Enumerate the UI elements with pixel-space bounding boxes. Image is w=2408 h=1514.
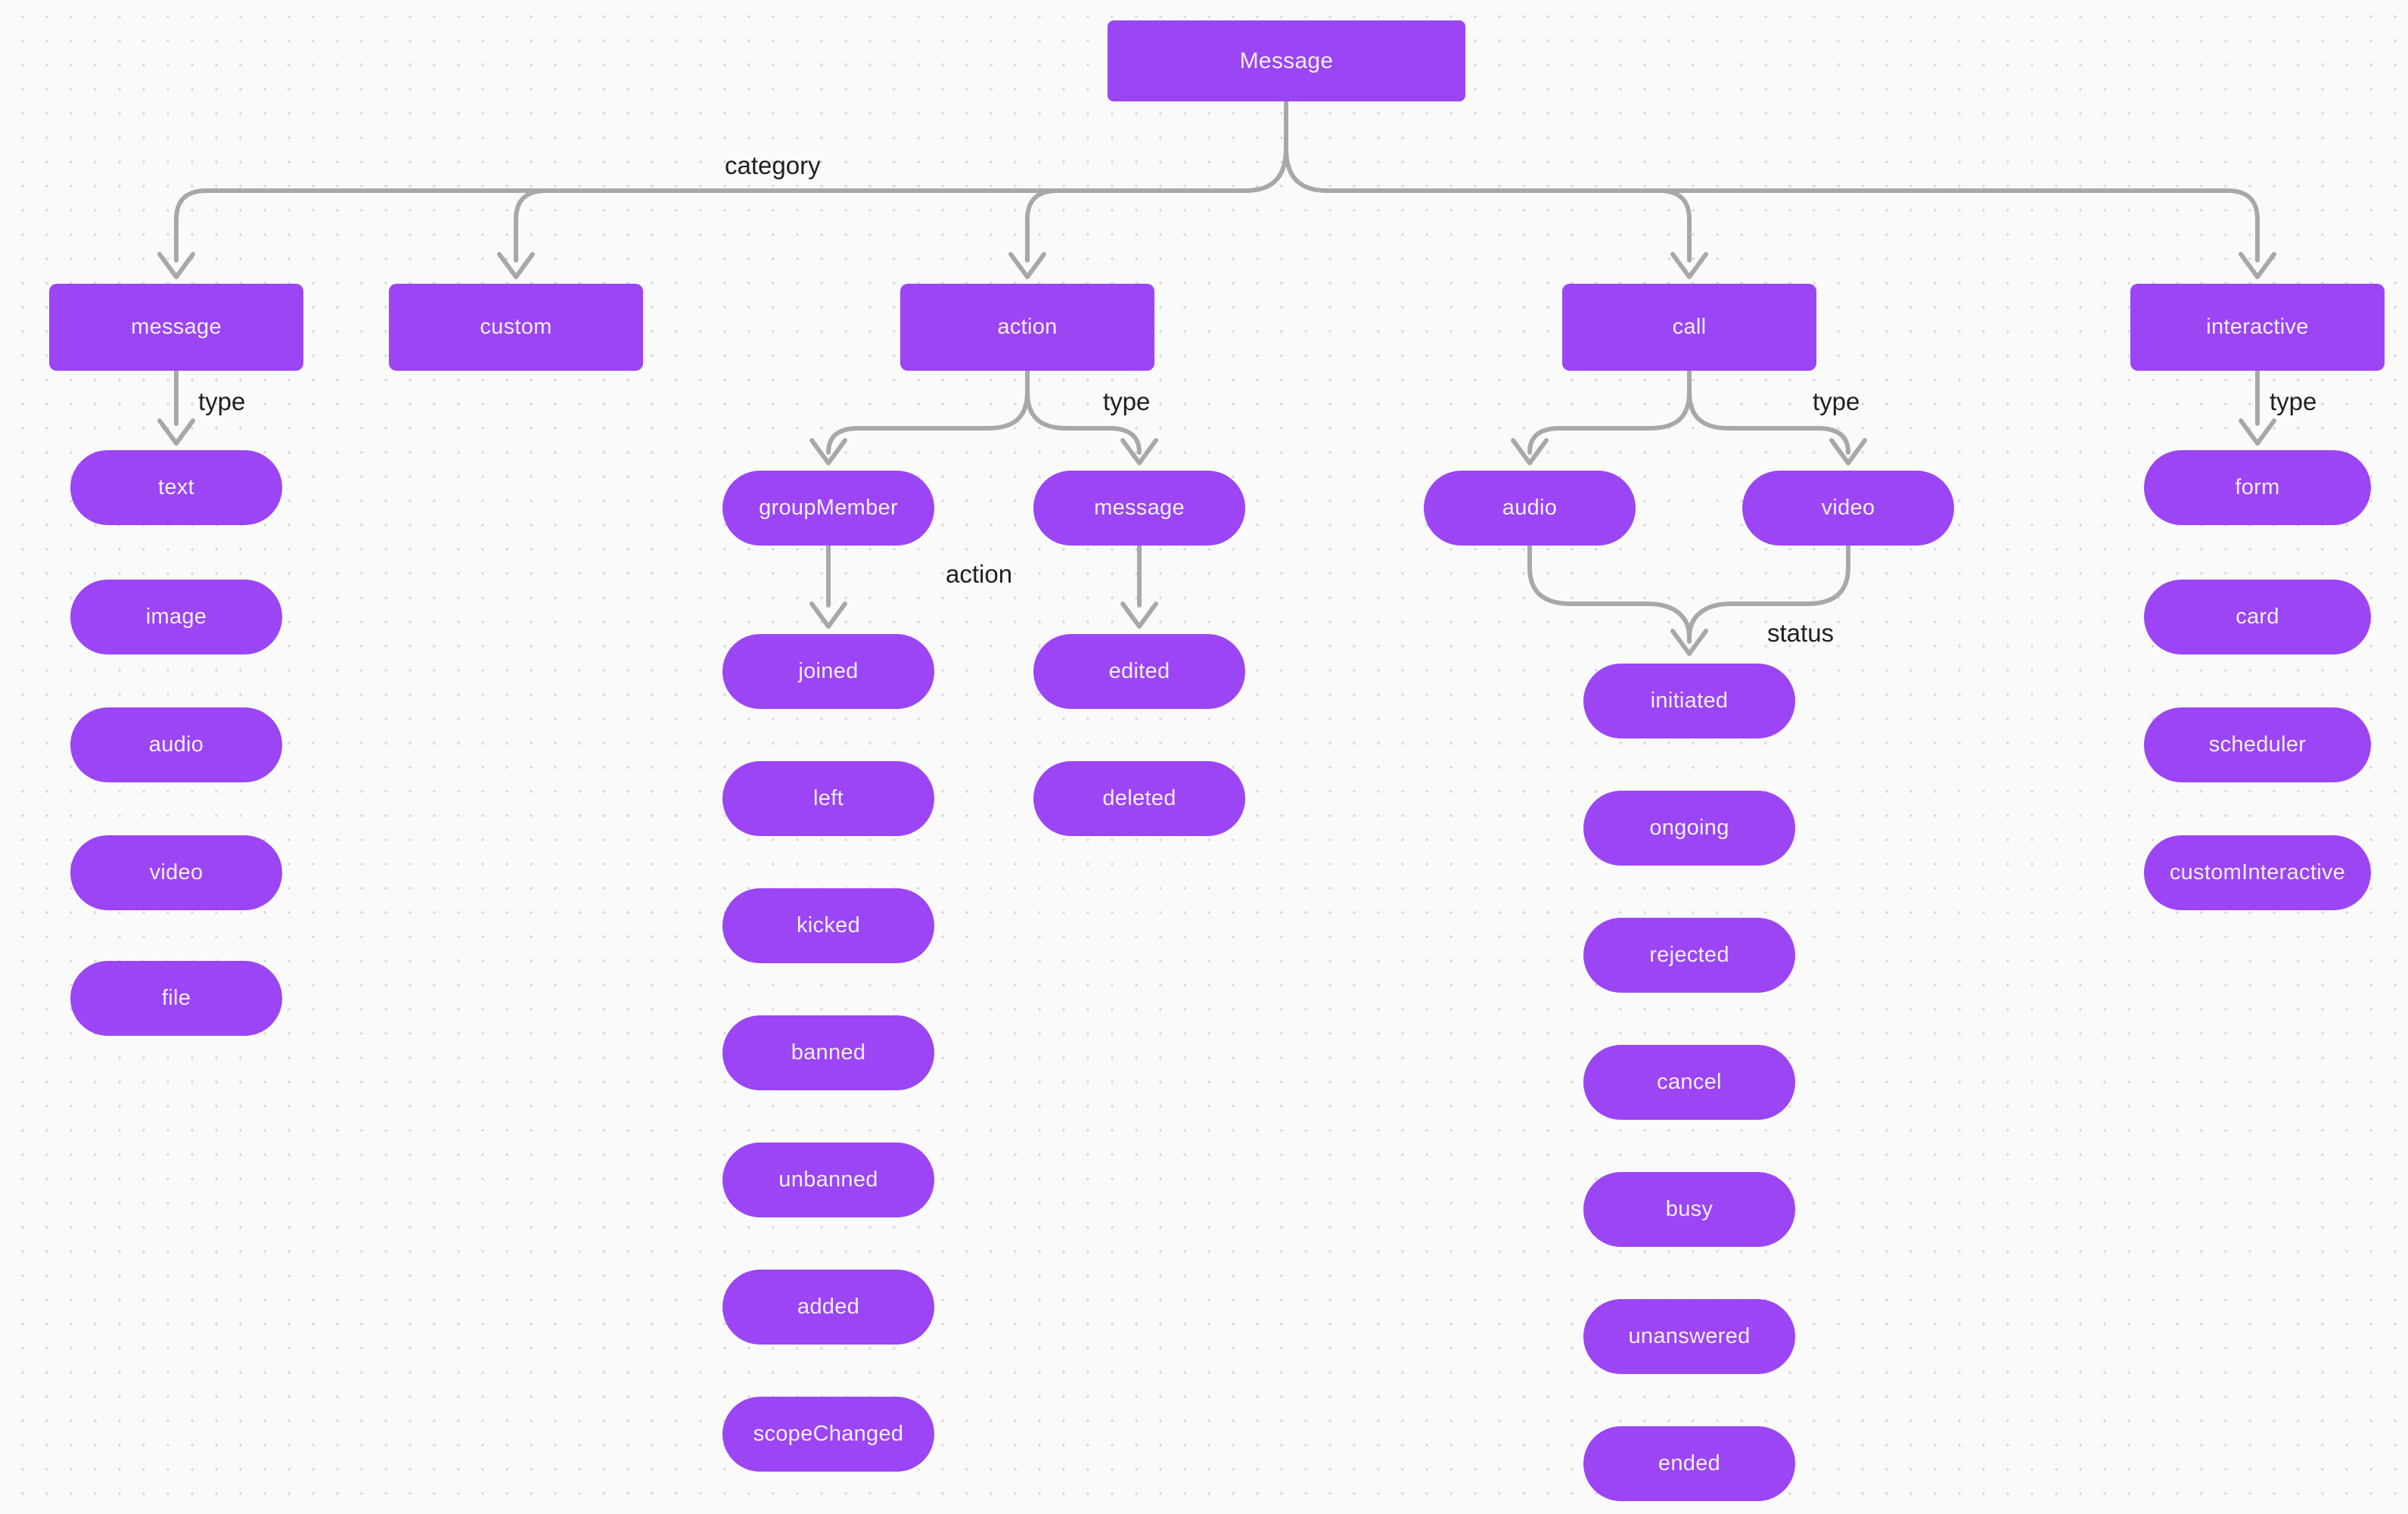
connector-call-to-video[interactable] bbox=[1687, 368, 1850, 455]
node-type-text[interactable]: text bbox=[70, 450, 282, 525]
connector-audio-to-initiated[interactable] bbox=[1527, 543, 1692, 644]
arrowhead bbox=[809, 602, 847, 629]
node-status-cancel[interactable]: cancel bbox=[1583, 1045, 1795, 1120]
node-action-banned[interactable]: banned bbox=[722, 1015, 934, 1090]
node-category-interactive[interactable]: interactive bbox=[2130, 284, 2385, 371]
node-type-video[interactable]: video bbox=[70, 835, 282, 910]
arrowhead bbox=[2239, 418, 2276, 446]
node-action-edited[interactable]: edited bbox=[1033, 634, 1245, 709]
edge-label-type-interactive[interactable]: type bbox=[2270, 387, 2317, 415]
node-status-unanswered[interactable]: unanswered bbox=[1583, 1299, 1795, 1374]
connector-root-to-call[interactable] bbox=[1657, 188, 1692, 263]
node-type-file[interactable]: file bbox=[70, 961, 282, 1036]
node-call-type-video[interactable]: video bbox=[1742, 471, 1954, 546]
node-status-initiated[interactable]: initiated bbox=[1583, 664, 1795, 738]
arrowhead bbox=[1120, 438, 1158, 465]
node-action-added[interactable]: added bbox=[722, 1270, 934, 1345]
arrowhead bbox=[1670, 629, 1708, 656]
connector-video-to-initiated[interactable] bbox=[1687, 543, 1850, 639]
connector-root-to-action[interactable] bbox=[1025, 188, 1060, 263]
connector-action-to-message[interactable] bbox=[1025, 368, 1142, 455]
connector-root-to-message[interactable] bbox=[174, 99, 1288, 263]
arrowhead bbox=[1829, 438, 1867, 465]
node-action-joined[interactable]: joined bbox=[722, 634, 934, 709]
node-status-ongoing[interactable]: ongoing bbox=[1583, 791, 1795, 866]
edge-label-status[interactable]: status bbox=[1767, 619, 1835, 647]
arrowhead bbox=[157, 418, 195, 446]
arrowhead bbox=[157, 252, 195, 279]
arrowhead bbox=[2239, 252, 2276, 279]
node-category-action[interactable]: action bbox=[900, 284, 1154, 371]
edge-label-type-call[interactable]: type bbox=[1813, 387, 1860, 415]
node-interactive-custominteractive[interactable]: customInteractive bbox=[2144, 835, 2371, 910]
connector-action-to-groupmember[interactable] bbox=[826, 368, 1030, 455]
arrowhead bbox=[497, 252, 535, 279]
edge-label-type-message[interactable]: type bbox=[198, 387, 246, 415]
node-root-message[interactable]: Message bbox=[1108, 20, 1465, 101]
node-action-left[interactable]: left bbox=[722, 761, 934, 836]
edge-label-action[interactable]: action bbox=[946, 560, 1013, 588]
node-action-kicked[interactable]: kicked bbox=[722, 888, 934, 963]
node-interactive-form[interactable]: form bbox=[2144, 450, 2371, 525]
node-call-type-audio[interactable]: audio bbox=[1424, 471, 1636, 546]
node-type-image[interactable]: image bbox=[70, 580, 282, 654]
node-action-unbanned[interactable]: unbanned bbox=[722, 1142, 934, 1217]
arrowhead bbox=[809, 438, 847, 465]
connector-root-to-interactive[interactable] bbox=[1284, 99, 2260, 263]
arrowhead bbox=[1120, 602, 1158, 629]
node-category-custom[interactable]: custom bbox=[389, 284, 643, 371]
arrowhead bbox=[1008, 252, 1046, 279]
arrowhead bbox=[1670, 252, 1708, 279]
node-action-scopechanged[interactable]: scopeChanged bbox=[722, 1397, 934, 1472]
node-interactive-card[interactable]: card bbox=[2144, 580, 2371, 654]
node-action-deleted[interactable]: deleted bbox=[1033, 761, 1245, 836]
node-status-ended[interactable]: ended bbox=[1583, 1426, 1795, 1501]
node-action-type-groupmember[interactable]: groupMember bbox=[722, 471, 934, 546]
node-action-type-message[interactable]: message bbox=[1033, 471, 1245, 546]
edge-label-category[interactable]: category bbox=[725, 151, 821, 179]
node-status-busy[interactable]: busy bbox=[1583, 1172, 1795, 1247]
node-status-rejected[interactable]: rejected bbox=[1583, 918, 1795, 993]
connector-call-to-audio[interactable] bbox=[1527, 368, 1692, 455]
node-category-message[interactable]: message bbox=[49, 284, 303, 371]
arrowhead bbox=[1511, 438, 1549, 465]
node-interactive-scheduler[interactable]: scheduler bbox=[2144, 707, 2371, 782]
edge-label-type-action[interactable]: type bbox=[1103, 387, 1151, 415]
node-type-audio[interactable]: audio bbox=[70, 707, 282, 782]
node-category-call[interactable]: call bbox=[1562, 284, 1816, 371]
connector-root-to-custom[interactable] bbox=[514, 188, 548, 263]
